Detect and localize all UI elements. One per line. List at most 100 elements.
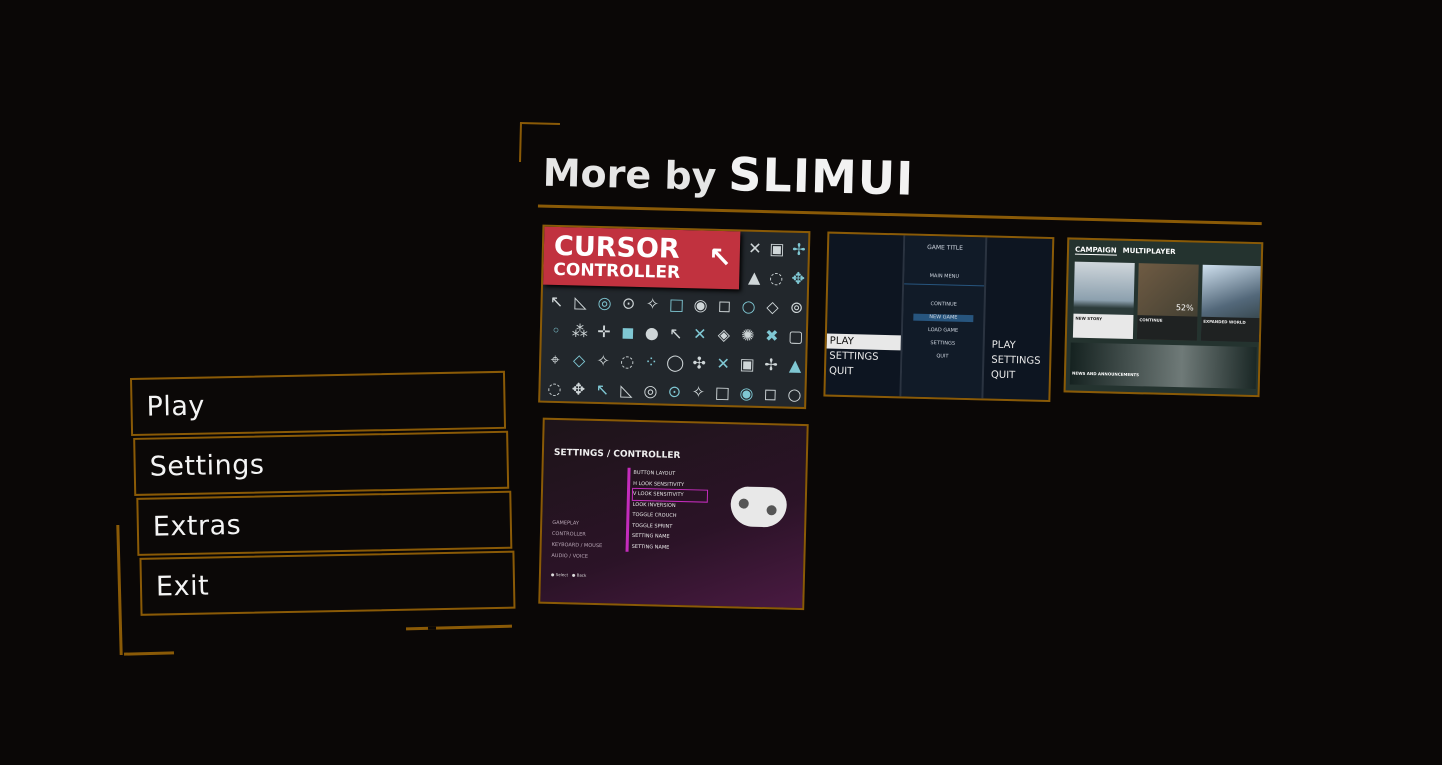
banner-line2: CONTROLLER xyxy=(553,259,681,283)
cursor-glyph-icon: ◼ xyxy=(621,322,635,342)
cursor-icons-grid: ✕ ▣ ✢ ▲ ◌ ✥ xyxy=(743,234,810,294)
thumbnail-campaign[interactable]: CAMPAIGN MULTIPLAYER NEW STORY 52% CONTINU… xyxy=(1063,237,1264,398)
cursor-glyph-icon: ✕ xyxy=(716,353,731,374)
banner-line1: CURSOR xyxy=(553,230,681,265)
cursor-glyph-icon: ▣ xyxy=(769,239,785,259)
cursor-glyph-icon: ○ xyxy=(741,296,756,316)
preview-item: NEW GAME xyxy=(913,313,974,323)
card-label: EXPANDED WORLD xyxy=(1200,316,1262,343)
title-divider xyxy=(537,204,1262,226)
preview-item: SETTINGS xyxy=(829,350,879,363)
cursor-glyph-icon: ▲ xyxy=(788,355,802,375)
thumbnail-settings-controller[interactable]: SETTINGS / CONTROLLER GAMEPLAY CONTROLLE… xyxy=(538,417,809,611)
preview-card: EXPANDED WORLD xyxy=(1200,264,1263,343)
cursor-glyph-icon: ◉ xyxy=(693,295,708,315)
preview-tabs: CAMPAIGN MULTIPLAYER xyxy=(1074,245,1182,257)
cursor-glyph-icon: ⊙ xyxy=(667,381,682,402)
play-button[interactable]: Play xyxy=(130,370,507,436)
footer-select: Select xyxy=(555,572,569,578)
main-menu: Play Settings Extras Exit xyxy=(130,370,517,618)
cursor-glyph-icon: ✧ xyxy=(645,294,660,314)
cursor-glyph-icon: ◇ xyxy=(766,297,779,317)
cursor-glyph-icon: ◎ xyxy=(597,292,612,313)
cursor-glyph-icon: ◻ xyxy=(763,384,778,404)
preview-item: SETTINGS xyxy=(930,340,956,347)
cursor-controller-banner: CURSOR CONTROLLER ↖ xyxy=(543,226,741,290)
preview-game-title: GAME TITLE xyxy=(927,243,964,252)
preview-settings-list: BUTTON LAYOUT H LOOK SENSITIVITY V LOOK … xyxy=(625,467,709,554)
cursor-glyph-icon: ◻ xyxy=(717,295,732,316)
cursor-glyph-icon: □ xyxy=(668,294,685,315)
extras-button[interactable]: Extras xyxy=(136,490,513,556)
footer-back: Back xyxy=(576,572,587,578)
preview-item: QUIT xyxy=(936,353,949,360)
cursor-glyph-icon: ✧ xyxy=(596,350,611,371)
cursor-icons-grid: ↖◺◎⊙✧□◉◻○◇⊚◦⁂✛◼●↖✕◈✺✖▢⌖◇✧◌⁘◯✣✕▣✢▲◌✥↖◺◎⊙✧… xyxy=(542,287,809,409)
cursor-glyph-icon: ✖ xyxy=(764,326,779,346)
cursor-glyph-icon: ✧ xyxy=(691,382,706,402)
cursor-glyph-icon: ✢ xyxy=(792,239,806,260)
menu-frame-left xyxy=(116,524,123,656)
card-progress: 52% xyxy=(1175,303,1194,313)
cursor-glyph-icon: ✕ xyxy=(692,324,707,344)
cursor-glyph-icon: □ xyxy=(714,382,731,403)
preview-card: 52% CONTINUE xyxy=(1136,263,1199,341)
cursor-glyph-icon: ✛ xyxy=(596,321,611,342)
preview-item: QUIT xyxy=(828,365,854,378)
cursor-glyph-icon: ▣ xyxy=(739,354,755,374)
cursor-glyph-icon: ◉ xyxy=(739,383,754,403)
cursor-glyph-icon: ○ xyxy=(787,384,802,404)
cursor-glyph-icon: ⊚ xyxy=(789,297,804,317)
cursor-glyph-icon: ✥ xyxy=(791,268,806,289)
cursor-glyph-icon: ✥ xyxy=(571,379,586,399)
preview-side-menu: GAMEPLAY CONTROLLER KEYBOARD / MOUSE AUD… xyxy=(551,518,603,563)
menu-frame-underline xyxy=(405,624,513,631)
cursor-glyph-icon: ✢ xyxy=(764,355,779,375)
preview-title: SETTINGS / CONTROLLER xyxy=(553,447,681,462)
preview-item: QUIT xyxy=(990,369,1016,382)
cursor-glyph-icon: ◺ xyxy=(620,380,633,400)
cursor-glyph-icon: ⁂ xyxy=(571,321,589,341)
preview-footer: ● Select ● Back xyxy=(550,571,587,578)
menu-frame-bottom xyxy=(123,651,175,656)
cursor-glyph-icon: ◇ xyxy=(572,350,586,370)
preview-item: CONTINUE xyxy=(930,301,957,308)
thumbnail-main-menu[interactable]: PLAY SETTINGS QUIT GAME TITLE MAIN MENU … xyxy=(823,231,1055,403)
cursor-glyph-icon: ◯ xyxy=(665,352,685,373)
preview-tab: CAMPAIGN xyxy=(1074,245,1117,256)
cursor-glyph-icon: ✕ xyxy=(748,238,762,258)
exit-button[interactable]: Exit xyxy=(139,550,516,616)
preview-right-menu: PLAY SETTINGS QUIT xyxy=(988,338,1044,384)
cursor-glyph-icon: ⊙ xyxy=(621,293,636,313)
cursor-glyph-icon: ↖ xyxy=(595,379,610,400)
cursor-glyph-icon: ▢ xyxy=(788,326,804,346)
card-label: NEW STORY xyxy=(1072,313,1134,340)
preview-item: PLAY xyxy=(826,333,901,351)
card-label: CONTINUE xyxy=(1136,315,1198,341)
cursor-glyph-icon: ▲ xyxy=(747,267,761,287)
cursor-glyph-icon: ↖ xyxy=(549,291,564,312)
cursor-glyph-icon: ◦ xyxy=(550,320,561,341)
cursor-glyph-icon: ✣ xyxy=(692,353,707,373)
cursor-glyph-icon: ✺ xyxy=(740,325,755,345)
preview-card: NEW STORY xyxy=(1072,261,1135,340)
cursor-glyph-icon: ⌖ xyxy=(550,349,560,370)
preview-tab: MULTIPLAYER xyxy=(1122,246,1176,257)
preview-item: AUDIO / VOICE xyxy=(551,552,589,560)
cursor-click-icon: ↖ xyxy=(707,240,733,275)
settings-button[interactable]: Settings xyxy=(133,430,510,496)
cursor-glyph-icon: ◌ xyxy=(547,378,562,399)
cursor-glyph-icon: ◌ xyxy=(769,268,784,288)
gamepad-icon xyxy=(730,486,788,528)
preview-submenu: MAIN MENU xyxy=(904,272,985,287)
preview-mid-menu: GAME TITLE MAIN MENU CONTINUE NEW GAME L… xyxy=(901,235,988,399)
thumbnail-cursor-controller[interactable]: ✕▣✢▲◌✥ ↖◺◎⊙✧□◉◻○◇⊚◦⁂✛◼●↖✕◈✺✖▢⌖◇✧◌⁘◯✣✕▣✢▲… xyxy=(538,224,811,410)
cursor-glyph-icon: ◌ xyxy=(619,351,635,371)
title-brand: SLIMUI xyxy=(727,147,915,206)
cursor-glyph-icon: ◈ xyxy=(717,324,731,345)
cursor-glyph-icon: ⁘ xyxy=(644,352,659,372)
preview-item: SETTING NAME xyxy=(631,543,670,551)
preview-item: LOAD GAME xyxy=(927,327,959,334)
title-prefix: More by xyxy=(542,150,717,199)
